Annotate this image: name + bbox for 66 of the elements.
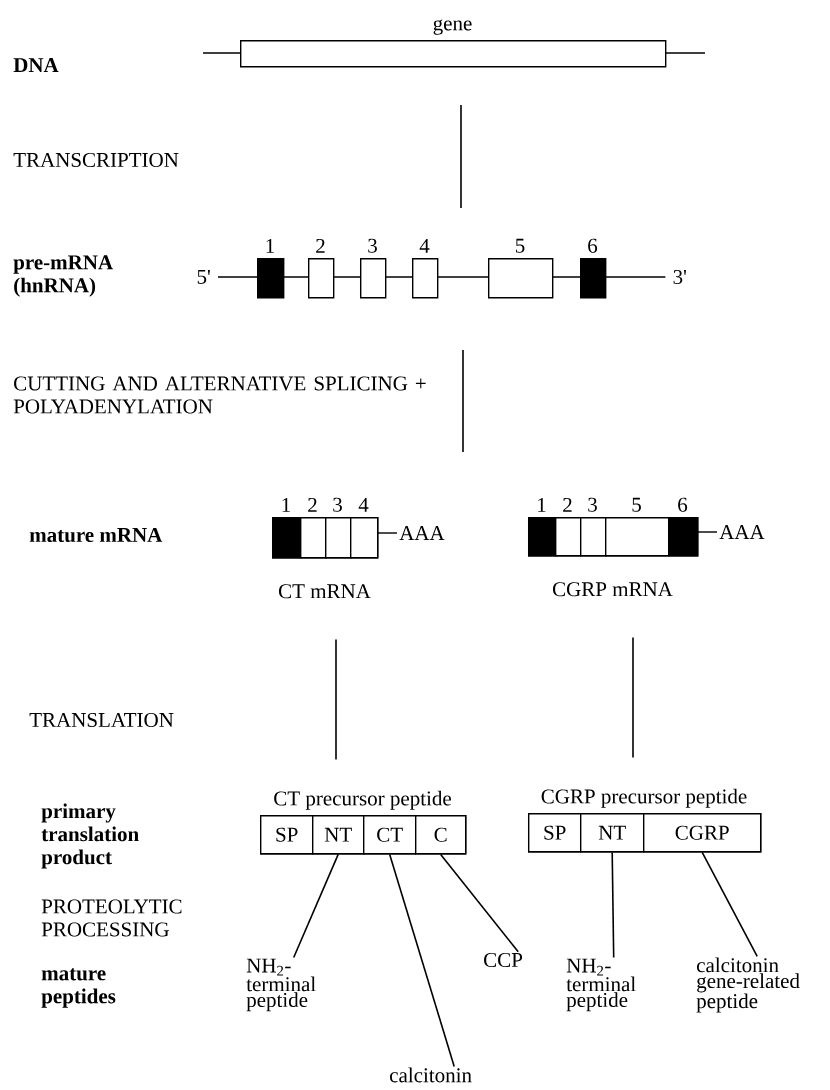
- stage-label: CUTTING AND ALTERNATIVE SPLICING + POLYADENYLATION: [13, 376, 426, 414]
- peptide-segment: CGRP: [643, 813, 762, 853]
- connector-line: [701, 851, 758, 958]
- connector-line: [439, 853, 519, 953]
- node-label: AAA: [719, 525, 765, 539]
- exon-box: 5: [605, 497, 670, 557]
- stage-label: PROTEOLYTIC PROCESSING: [41, 899, 182, 937]
- node-label: 3: [368, 238, 377, 253]
- stage-label: TRANSCRIPTION: [13, 152, 179, 168]
- node-label: 4: [419, 238, 430, 253]
- peptide-segment: NT: [312, 815, 365, 855]
- connector-line: [611, 851, 615, 959]
- exon-box: 6: [580, 238, 607, 299]
- node-label: 1: [538, 497, 546, 512]
- node-label: CT mRNA: [278, 584, 371, 599]
- stage-label: TRANSLATION: [29, 712, 174, 728]
- node-label: 1: [282, 497, 290, 512]
- node-label: 5: [515, 238, 525, 253]
- exon-box: 2: [308, 238, 335, 299]
- node-label: 3: [588, 497, 597, 512]
- exon-box: 1: [272, 497, 302, 559]
- exon-box: 5: [488, 238, 554, 299]
- stage-label: mature peptides: [41, 968, 116, 1008]
- connector-line: [292, 853, 339, 959]
- peptide-label: calcitonin gene-related peptide: [696, 957, 800, 1013]
- gene-box: gene: [240, 19, 667, 68]
- node-label: 2: [308, 497, 317, 512]
- peptide-segment: SP: [260, 815, 314, 855]
- exon-box: 4: [350, 498, 379, 559]
- node-label: CT precursor peptide: [274, 790, 451, 810]
- node-label: 1: [266, 238, 274, 253]
- node-label: CGRP precursor peptide: [541, 788, 747, 808]
- peptide-segment: SP: [528, 813, 582, 853]
- exon-box: 4: [412, 239, 439, 299]
- exon-box: 6: [668, 497, 699, 557]
- exon-box: 3: [360, 238, 387, 299]
- node-label: 5: [632, 497, 641, 512]
- exon-box: 3: [325, 497, 352, 559]
- exon-box: 1: [528, 497, 557, 557]
- node-label: AAA: [399, 526, 445, 540]
- exon-box: 1: [257, 238, 285, 299]
- node-label: 3: [333, 497, 342, 512]
- peptide-label: NH$_{2}$- terminal peptide: [566, 958, 636, 1012]
- node-label: gene: [433, 19, 472, 35]
- exon-box: 2: [300, 497, 327, 559]
- stage-label: pre-mRNA (hnRNA): [13, 255, 113, 297]
- stage-label: primary translation product: [41, 803, 139, 869]
- exon-box: 3: [580, 497, 607, 557]
- node-label: 6: [678, 497, 688, 512]
- node-label: 4: [358, 497, 369, 512]
- node-label: 2: [316, 238, 325, 253]
- peptide-segment: C: [415, 815, 467, 855]
- peptide-segment: NT: [580, 813, 645, 853]
- stage-label: DNA: [13, 58, 59, 72]
- exon-box: 2: [555, 497, 582, 557]
- connector-line: [335, 638, 337, 761]
- node-label: 2: [563, 497, 572, 512]
- peptide-label: calcitonin: [390, 1067, 472, 1083]
- connector-line: [632, 636, 634, 759]
- stage-label: mature mRNA: [29, 527, 163, 543]
- peptide-label: NH$_{2}$- terminal peptide: [246, 958, 316, 1012]
- peptide-segment: CT: [363, 815, 417, 855]
- node-label: CGRP mRNA: [552, 582, 673, 597]
- peptide-label: CCP: [484, 952, 523, 968]
- node-label: 6: [588, 238, 598, 253]
- connector-line: [388, 853, 455, 1068]
